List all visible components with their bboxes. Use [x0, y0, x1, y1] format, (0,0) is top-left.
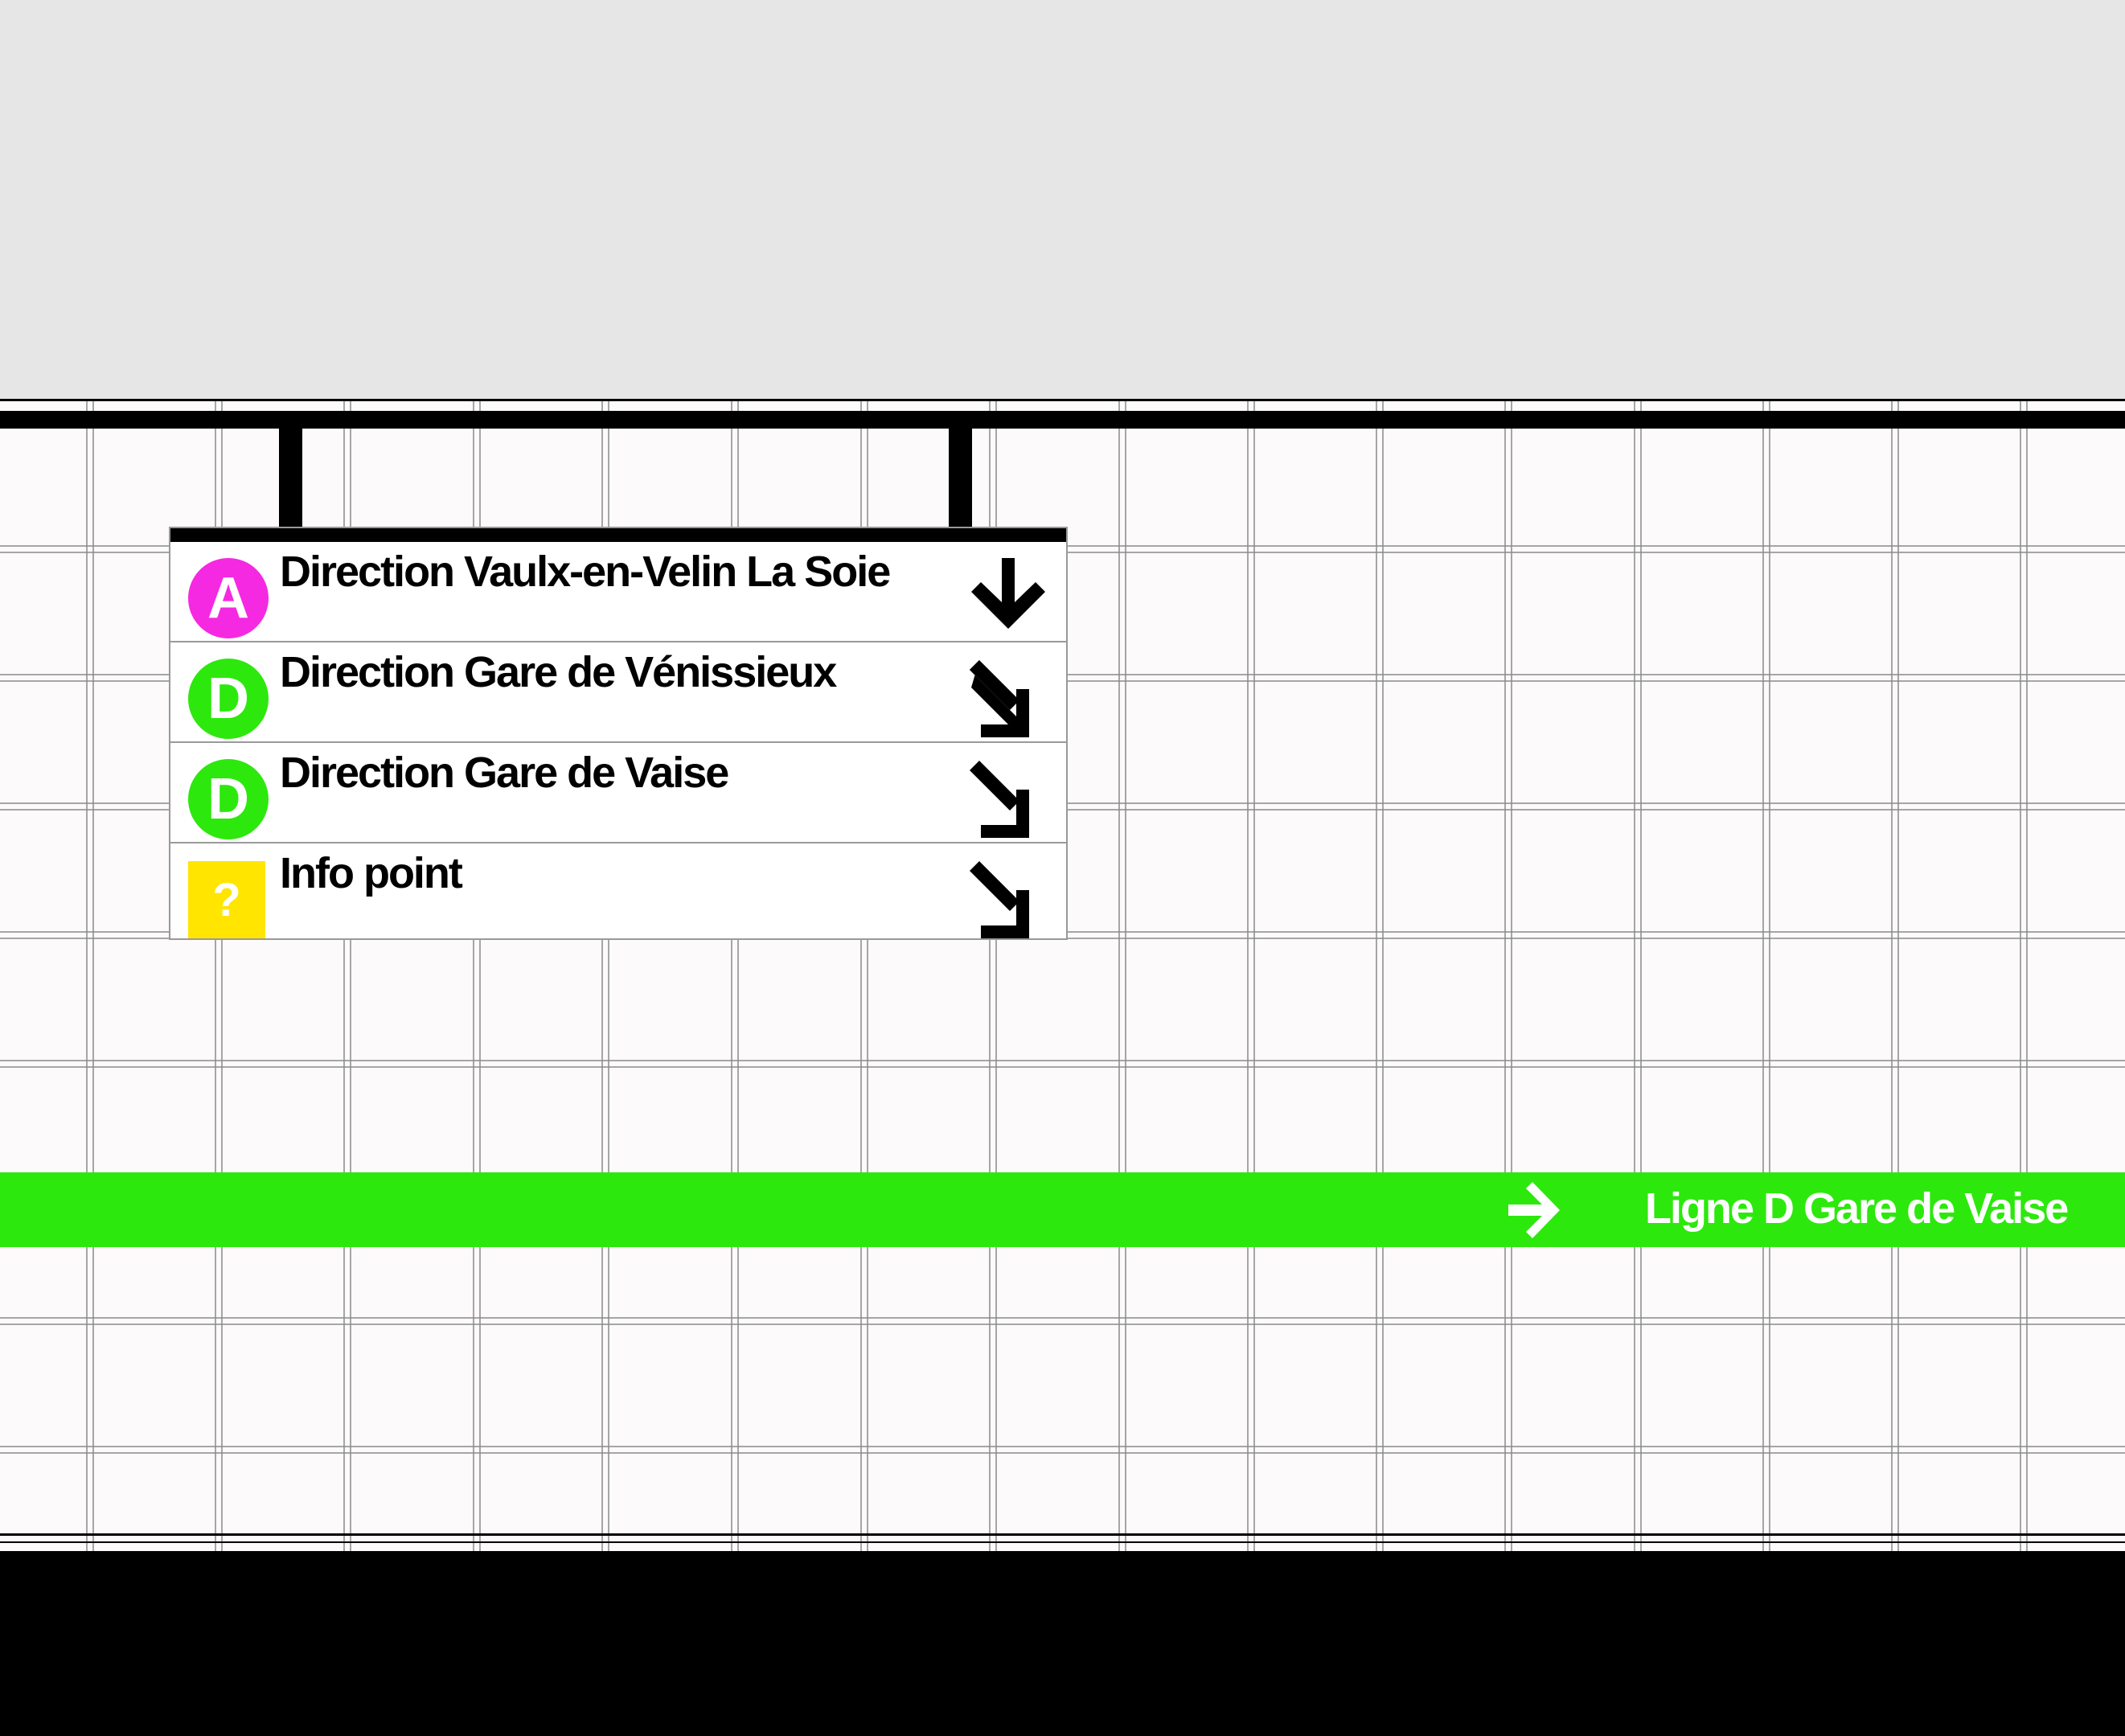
info-point-badge: ?	[188, 861, 265, 938]
floor-edge-line	[0, 1541, 2125, 1543]
sign-row-info-point: ? Info point	[170, 843, 1066, 944]
floor-edge-line	[0, 1533, 2125, 1536]
sign-row-label: Info point	[280, 849, 463, 897]
ceiling-beam	[0, 411, 2125, 429]
sign-row-label: Direction Vaulx-en-Velin La Soie	[280, 548, 891, 596]
arrow-down-right-icon	[970, 660, 1029, 737]
line-d-badge: D	[188, 759, 269, 839]
line-a-badge: A	[188, 558, 269, 638]
sign-row-direction-vaise: D Direction Gare de Vaise	[170, 743, 1066, 843]
sign-row-label: Direction Gare de Vénissieux	[280, 648, 837, 696]
line-d-badge: D	[188, 659, 269, 739]
line-d-wayfinding-band: Ligne D Gare de Vaise	[0, 1172, 2125, 1247]
sign-row-direction-venissieux: D Direction Gare de Vénissieux	[170, 642, 1066, 743]
sign-row-direction-vaulx: A Direction Vaulx-en-Velin La Soie	[170, 542, 1066, 642]
sign-post-right	[949, 422, 972, 531]
ceiling	[0, 0, 2125, 400]
sign-top-bar	[170, 528, 1066, 542]
arrow-down-right-icon	[970, 861, 1029, 938]
sign-row-label: Direction Gare de Vaise	[280, 749, 729, 797]
arrow-down-right-icon	[970, 761, 1029, 838]
direction-sign: A Direction Vaulx-en-Velin La Soie D Dir…	[169, 527, 1068, 940]
arrow-right-icon	[1508, 1182, 1560, 1238]
floor	[0, 1551, 2125, 1736]
arrow-down-icon	[971, 558, 1045, 629]
band-label: Ligne D Gare de Vaise	[1645, 1184, 2069, 1233]
ceiling-edge-line	[0, 399, 2125, 401]
sign-post-left	[279, 422, 302, 531]
